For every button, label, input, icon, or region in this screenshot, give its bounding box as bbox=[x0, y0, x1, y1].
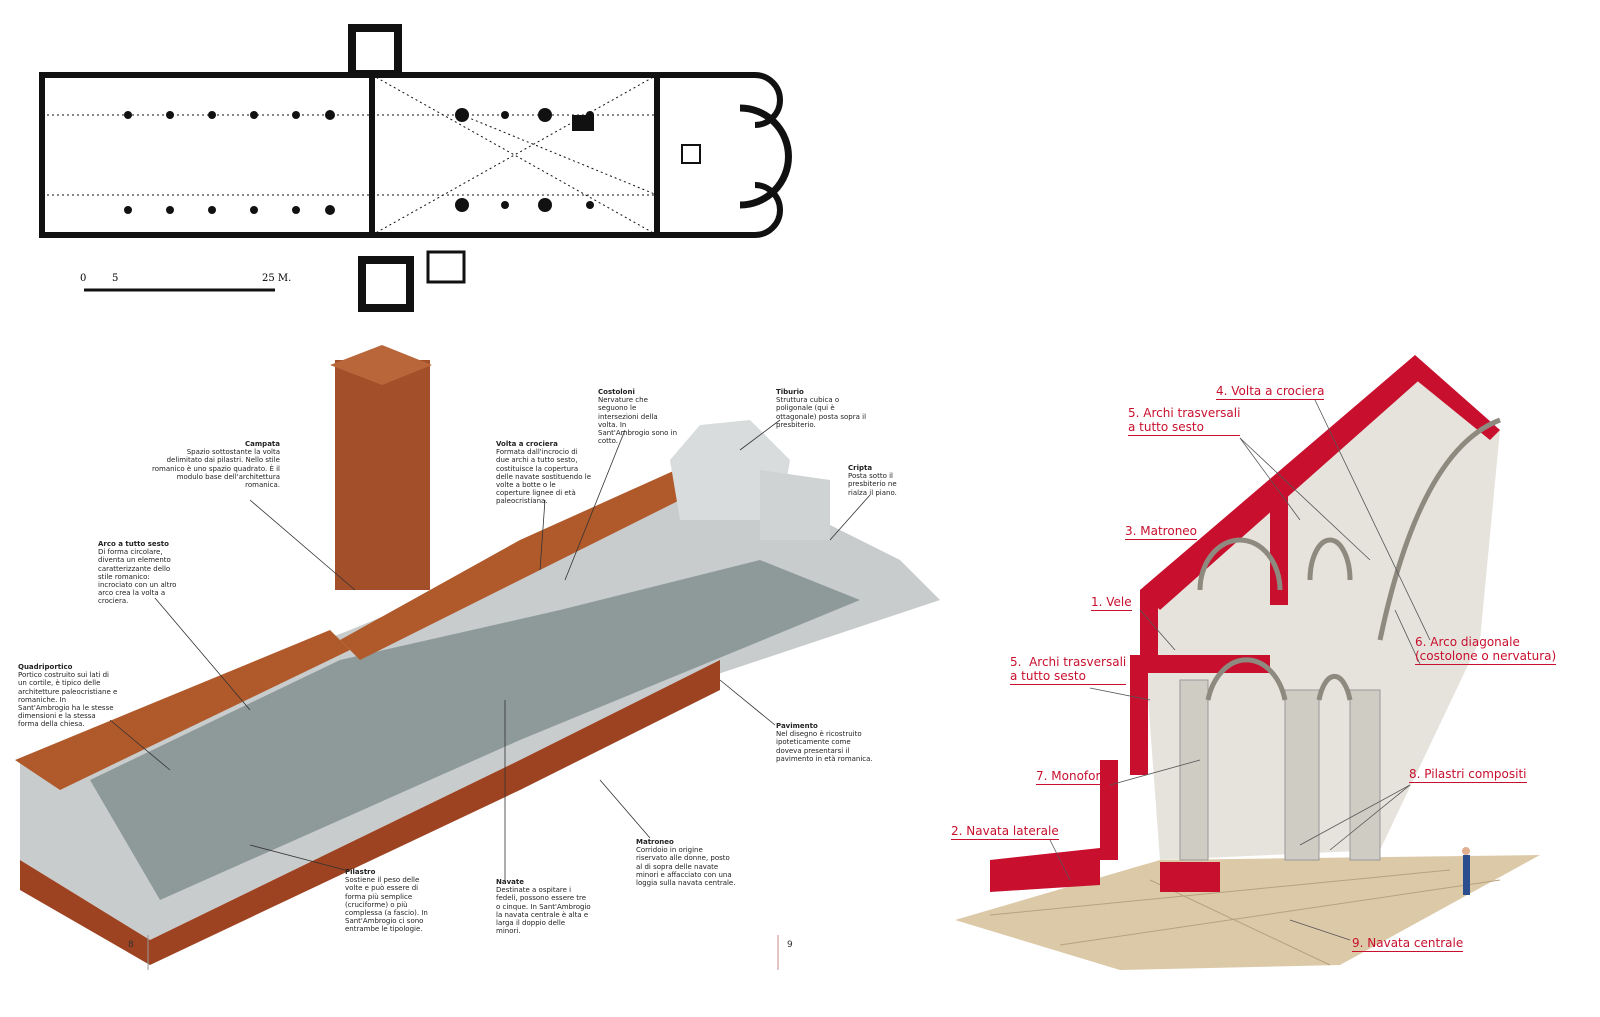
floor-plan bbox=[39, 24, 792, 312]
page-number-right: 9 bbox=[787, 940, 793, 950]
page-number-left: 8 bbox=[128, 940, 134, 950]
label-matroneo: 3. Matroneo bbox=[1125, 524, 1198, 540]
scale-label-5: 5 bbox=[112, 273, 119, 284]
label-monofore: 7. Monofore bbox=[1036, 769, 1108, 785]
label-navata-centrale: 9. Navata centrale bbox=[1352, 936, 1464, 952]
scale-label-0: 0 bbox=[80, 273, 87, 284]
label-archi-trasversali-lower: 5. Archi trasversali a tutto sesto bbox=[1010, 655, 1127, 685]
label-archi-trasversali-upper: 5. Archi trasversali a tutto sesto bbox=[1128, 406, 1241, 436]
label-volta-a-crociera: 4. Volta a crociera bbox=[1216, 384, 1325, 400]
cutaway-illustration bbox=[15, 345, 940, 970]
label-vele: 1. Vele bbox=[1091, 595, 1132, 611]
label-navata-laterale: 2. Navata laterale bbox=[951, 824, 1059, 840]
label-arco-diagonale: 6. Arco diagonale (costolone o nervatura… bbox=[1415, 635, 1557, 665]
scale-label-25: 25 M. bbox=[262, 273, 292, 284]
label-pilastri-compositi: 8. Pilastri compositi bbox=[1409, 767, 1527, 783]
